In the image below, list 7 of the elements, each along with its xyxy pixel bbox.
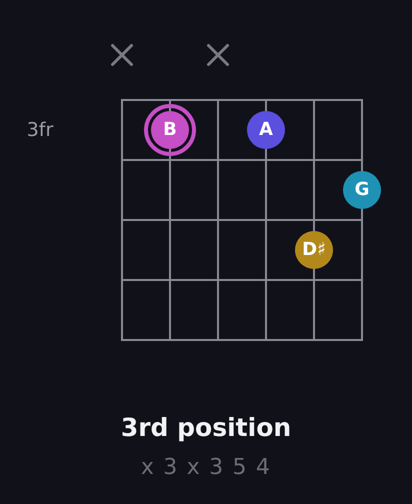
fret-number: 3fr bbox=[26, 118, 54, 142]
note-dot: A bbox=[247, 111, 285, 149]
chord-title: 3rd position bbox=[120, 413, 292, 443]
root-note-dot: B bbox=[144, 104, 196, 156]
note-dot: D♯ bbox=[295, 231, 333, 269]
fingering-text: x 3 x 3 5 4 bbox=[140, 455, 272, 481]
note-dot: G bbox=[343, 171, 381, 209]
